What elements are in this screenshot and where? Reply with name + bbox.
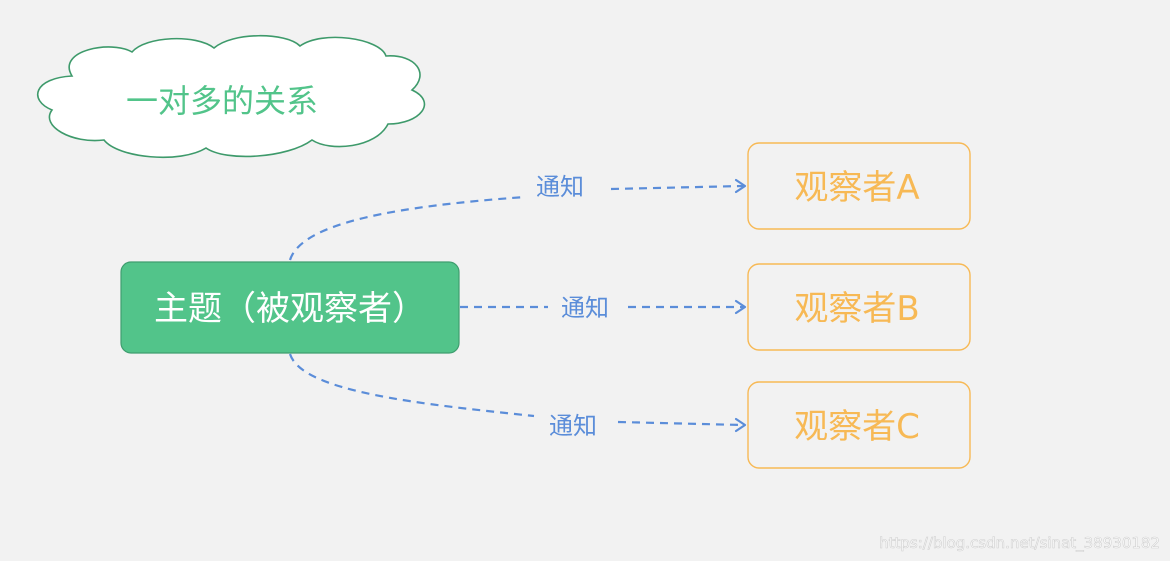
observer-label-a: 观察者A	[794, 168, 919, 208]
arrowhead-c	[734, 417, 747, 433]
observer-node-c[interactable]: 观察者C	[747, 381, 971, 469]
cloud-callout: 一对多的关系	[36, 34, 426, 159]
edge-to-observer-b: 通知	[460, 294, 747, 322]
edge-label-a: 通知	[536, 173, 584, 201]
observer-box-c[interactable]	[747, 381, 971, 469]
observer-box-a[interactable]	[747, 142, 971, 230]
edge-to-observer-c: 通知	[288, 353, 747, 440]
arrowhead-a	[734, 178, 747, 194]
edge-to-observer-a: 通知	[288, 173, 747, 261]
edge-label-b: 通知	[561, 294, 609, 322]
observer-label-b: 观察者B	[794, 289, 919, 329]
arrowhead-b	[734, 299, 747, 315]
edge-line-a	[288, 195, 526, 261]
observer-label-c: 观察者C	[794, 407, 920, 447]
edge-line-c	[288, 353, 535, 418]
observer-box-b[interactable]	[747, 263, 971, 351]
cloud-label: 一对多的关系	[126, 82, 318, 120]
subject-label: 主题（被观察者）	[154, 289, 426, 329]
edge-line-a-tail	[610, 184, 744, 191]
observer-node-a[interactable]: 观察者A	[747, 142, 971, 230]
edge-line-c-tail	[617, 420, 744, 427]
edge-label-c: 通知	[549, 412, 597, 440]
subject-box[interactable]	[120, 261, 460, 354]
cloud-shape	[36, 34, 426, 159]
observer-node-b[interactable]: 观察者B	[747, 263, 971, 351]
watermark-text: https://blog.csdn.net/sinat_38930182	[879, 534, 1160, 553]
subject-node[interactable]: 主题（被观察者）	[120, 261, 460, 354]
